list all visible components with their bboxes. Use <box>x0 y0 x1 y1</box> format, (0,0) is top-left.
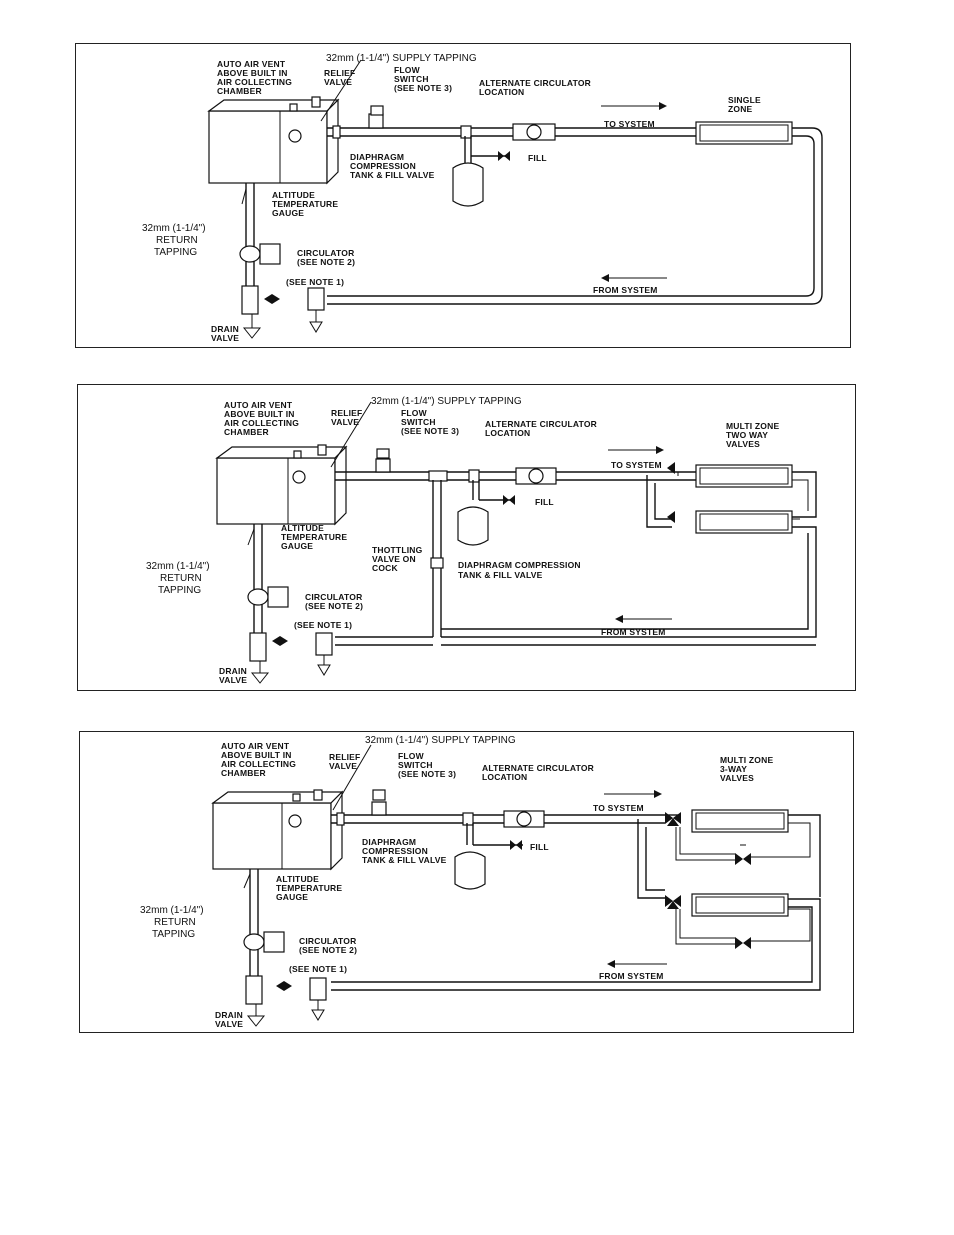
alternate-circulator-label: ALTERNATE CIRCULATOR LOCATION <box>479 78 594 97</box>
gauge-label: ALTITUDE TEMPERATURE GAUGE <box>276 874 345 902</box>
throttling-valve <box>430 480 444 637</box>
piping-diagram-multi-zone-two-way: AUTO AIR VENT ABOVE BUILT IN AIR COLLECT… <box>146 396 817 685</box>
supply-pipe <box>331 789 665 828</box>
circulator-icon <box>247 588 269 606</box>
gauge-label: ALTITUDE TEMPERATURE GAUGE <box>281 523 350 551</box>
return-pipe <box>243 869 327 1027</box>
boiler <box>211 789 344 871</box>
return-pipe <box>247 524 333 684</box>
fill-label: FILL <box>528 153 547 163</box>
note1-label: (SEE NOTE 1) <box>294 620 352 630</box>
drain-valve-label: DRAIN VALVE <box>219 666 249 685</box>
flow-switch-label: FLOW SWITCH (SEE NOTE 3) <box>401 408 459 436</box>
flow-arrows <box>243 744 667 968</box>
relief-valve-label: RELIEF VALVE <box>329 752 363 771</box>
return-tapping-label: 32mm (1-1/4") RETURN TAPPING <box>140 905 206 940</box>
auto-air-vent-label: AUTO AIR VENT ABOVE BUILT IN AIR COLLECT… <box>217 59 295 96</box>
alternate-circulator-label: ALTERNATE CIRCULATOR LOCATION <box>482 763 597 782</box>
diagram-multi-zone-two-way: AUTO AIR VENT ABOVE BUILT IN AIR COLLECT… <box>77 384 856 691</box>
zone-label: SINGLE ZONE <box>728 95 763 114</box>
fill-label: FILL <box>530 842 549 852</box>
zone-heater <box>327 121 823 305</box>
piping-diagram-multi-zone-three-way: AUTO AIR VENT ABOVE BUILT IN AIR COLLECT… <box>140 735 821 1029</box>
flow-arrows <box>241 59 667 282</box>
fill-valve-icon <box>503 495 515 505</box>
fill-valve-icon <box>498 151 510 161</box>
auto-air-vent-icon <box>289 103 298 112</box>
drain-valve-label: DRAIN VALVE <box>215 1010 245 1029</box>
drain-valve-icon <box>246 1004 266 1027</box>
circulator-label: CIRCULATOR (SEE NOTE 2) <box>299 936 359 955</box>
flow-switch-icon <box>371 801 387 816</box>
note1-label: (SEE NOTE 1) <box>286 277 344 287</box>
auto-air-vent-label: AUTO AIR VENT ABOVE BUILT IN AIR COLLECT… <box>224 400 302 437</box>
flow-switch-label: FLOW SWITCH (SEE NOTE 3) <box>394 65 452 93</box>
drain-valve-label: DRAIN VALVE <box>211 324 241 343</box>
zone-label: MULTI ZONE TWO WAY VALVES <box>726 421 782 449</box>
altitude-temperature-gauge-icon <box>288 814 302 828</box>
diaphragm-tank <box>452 136 510 207</box>
from-system-label: FROM SYSTEM <box>599 971 664 981</box>
gauge-label: ALTITUDE TEMPERATURE GAUGE <box>272 190 341 218</box>
relief-valve-icon <box>313 789 323 801</box>
tank-label: DIAPHRAGM COMPRESSION TANK & FILL VALVE <box>362 837 447 865</box>
altitude-temperature-gauge-icon <box>292 470 306 484</box>
to-system-label: TO SYSTEM <box>593 803 644 813</box>
supply-tapping-label: 32mm (1-1/4") SUPPLY TAPPING <box>326 53 477 64</box>
supply-pipe <box>327 105 696 141</box>
boiler <box>215 444 348 526</box>
note1-label: (SEE NOTE 1) <box>289 964 347 974</box>
zone-label: MULTI ZONE 3-WAY VALVES <box>720 755 776 783</box>
diaphragm-tank <box>454 823 523 890</box>
flow-switch-label: FLOW SWITCH (SEE NOTE 3) <box>398 751 456 779</box>
zones <box>335 462 817 646</box>
supply-tapping-label: 32mm (1-1/4") SUPPLY TAPPING <box>371 396 522 407</box>
auto-air-vent-label: AUTO AIR VENT ABOVE BUILT IN AIR COLLECT… <box>221 741 299 778</box>
tank-label: DIAPHRAGM COMPRESSION TANK & FILL VALVE <box>458 560 583 580</box>
drain-valve-icon <box>242 314 262 339</box>
alternate-circulator-label: ALTERNATE CIRCULATOR LOCATION <box>485 419 600 438</box>
diagram-multi-zone-three-way: AUTO AIR VENT ABOVE BUILT IN AIR COLLECT… <box>79 731 854 1033</box>
circulator-icon <box>239 245 261 263</box>
to-system-label: TO SYSTEM <box>604 119 655 129</box>
fill-valve-icon <box>510 840 522 850</box>
from-system-label: FROM SYSTEM <box>593 285 658 295</box>
altitude-temperature-gauge-icon <box>288 129 302 143</box>
fill-label: FILL <box>535 497 554 507</box>
to-system-label: TO SYSTEM <box>611 460 662 470</box>
diagram-single-zone: AUTO AIR VENT ABOVE BUILT IN AIR COLLECT… <box>75 43 851 348</box>
piping-diagram-single-zone: AUTO AIR VENT ABOVE BUILT IN AIR COLLECT… <box>142 53 823 343</box>
flow-switch-icon <box>375 458 391 473</box>
relief-valve-label: RELIEF VALVE <box>324 68 358 87</box>
drain-valve-icon <box>250 661 270 684</box>
relief-valve-label: RELIEF VALVE <box>331 408 365 427</box>
auto-air-vent-icon <box>293 450 302 459</box>
return-tapping-label: 32mm (1-1/4") RETURN TAPPING <box>146 561 212 596</box>
relief-valve-icon <box>311 96 321 108</box>
throttling-label: THOTTLING VALVE ON COCK <box>372 545 425 573</box>
auto-air-vent-icon <box>292 793 301 802</box>
diaphragm-tank <box>457 480 515 546</box>
tank-label: DIAPHRAGM COMPRESSION TANK & FILL VALVE <box>350 152 435 180</box>
circulator-label: CIRCULATOR (SEE NOTE 2) <box>305 592 365 611</box>
boiler <box>207 96 340 185</box>
three-way-valve-icon <box>665 812 681 826</box>
return-pipe <box>239 183 325 339</box>
relief-valve-icon <box>317 444 327 456</box>
flow-arrows <box>247 401 672 623</box>
circulator-label: CIRCULATOR (SEE NOTE 2) <box>297 248 357 267</box>
circulator-icon <box>243 933 265 951</box>
from-system-label: FROM SYSTEM <box>601 627 666 637</box>
zones <box>331 809 821 991</box>
throttling-valve-icon <box>430 557 444 569</box>
three-way-valve-icon <box>665 895 681 909</box>
zone-valve-icon <box>667 511 675 523</box>
return-tapping-label: 32mm (1-1/4") RETURN TAPPING <box>142 223 208 258</box>
supply-pipe <box>335 448 698 485</box>
supply-tapping-label: 32mm (1-1/4") SUPPLY TAPPING <box>365 735 516 746</box>
